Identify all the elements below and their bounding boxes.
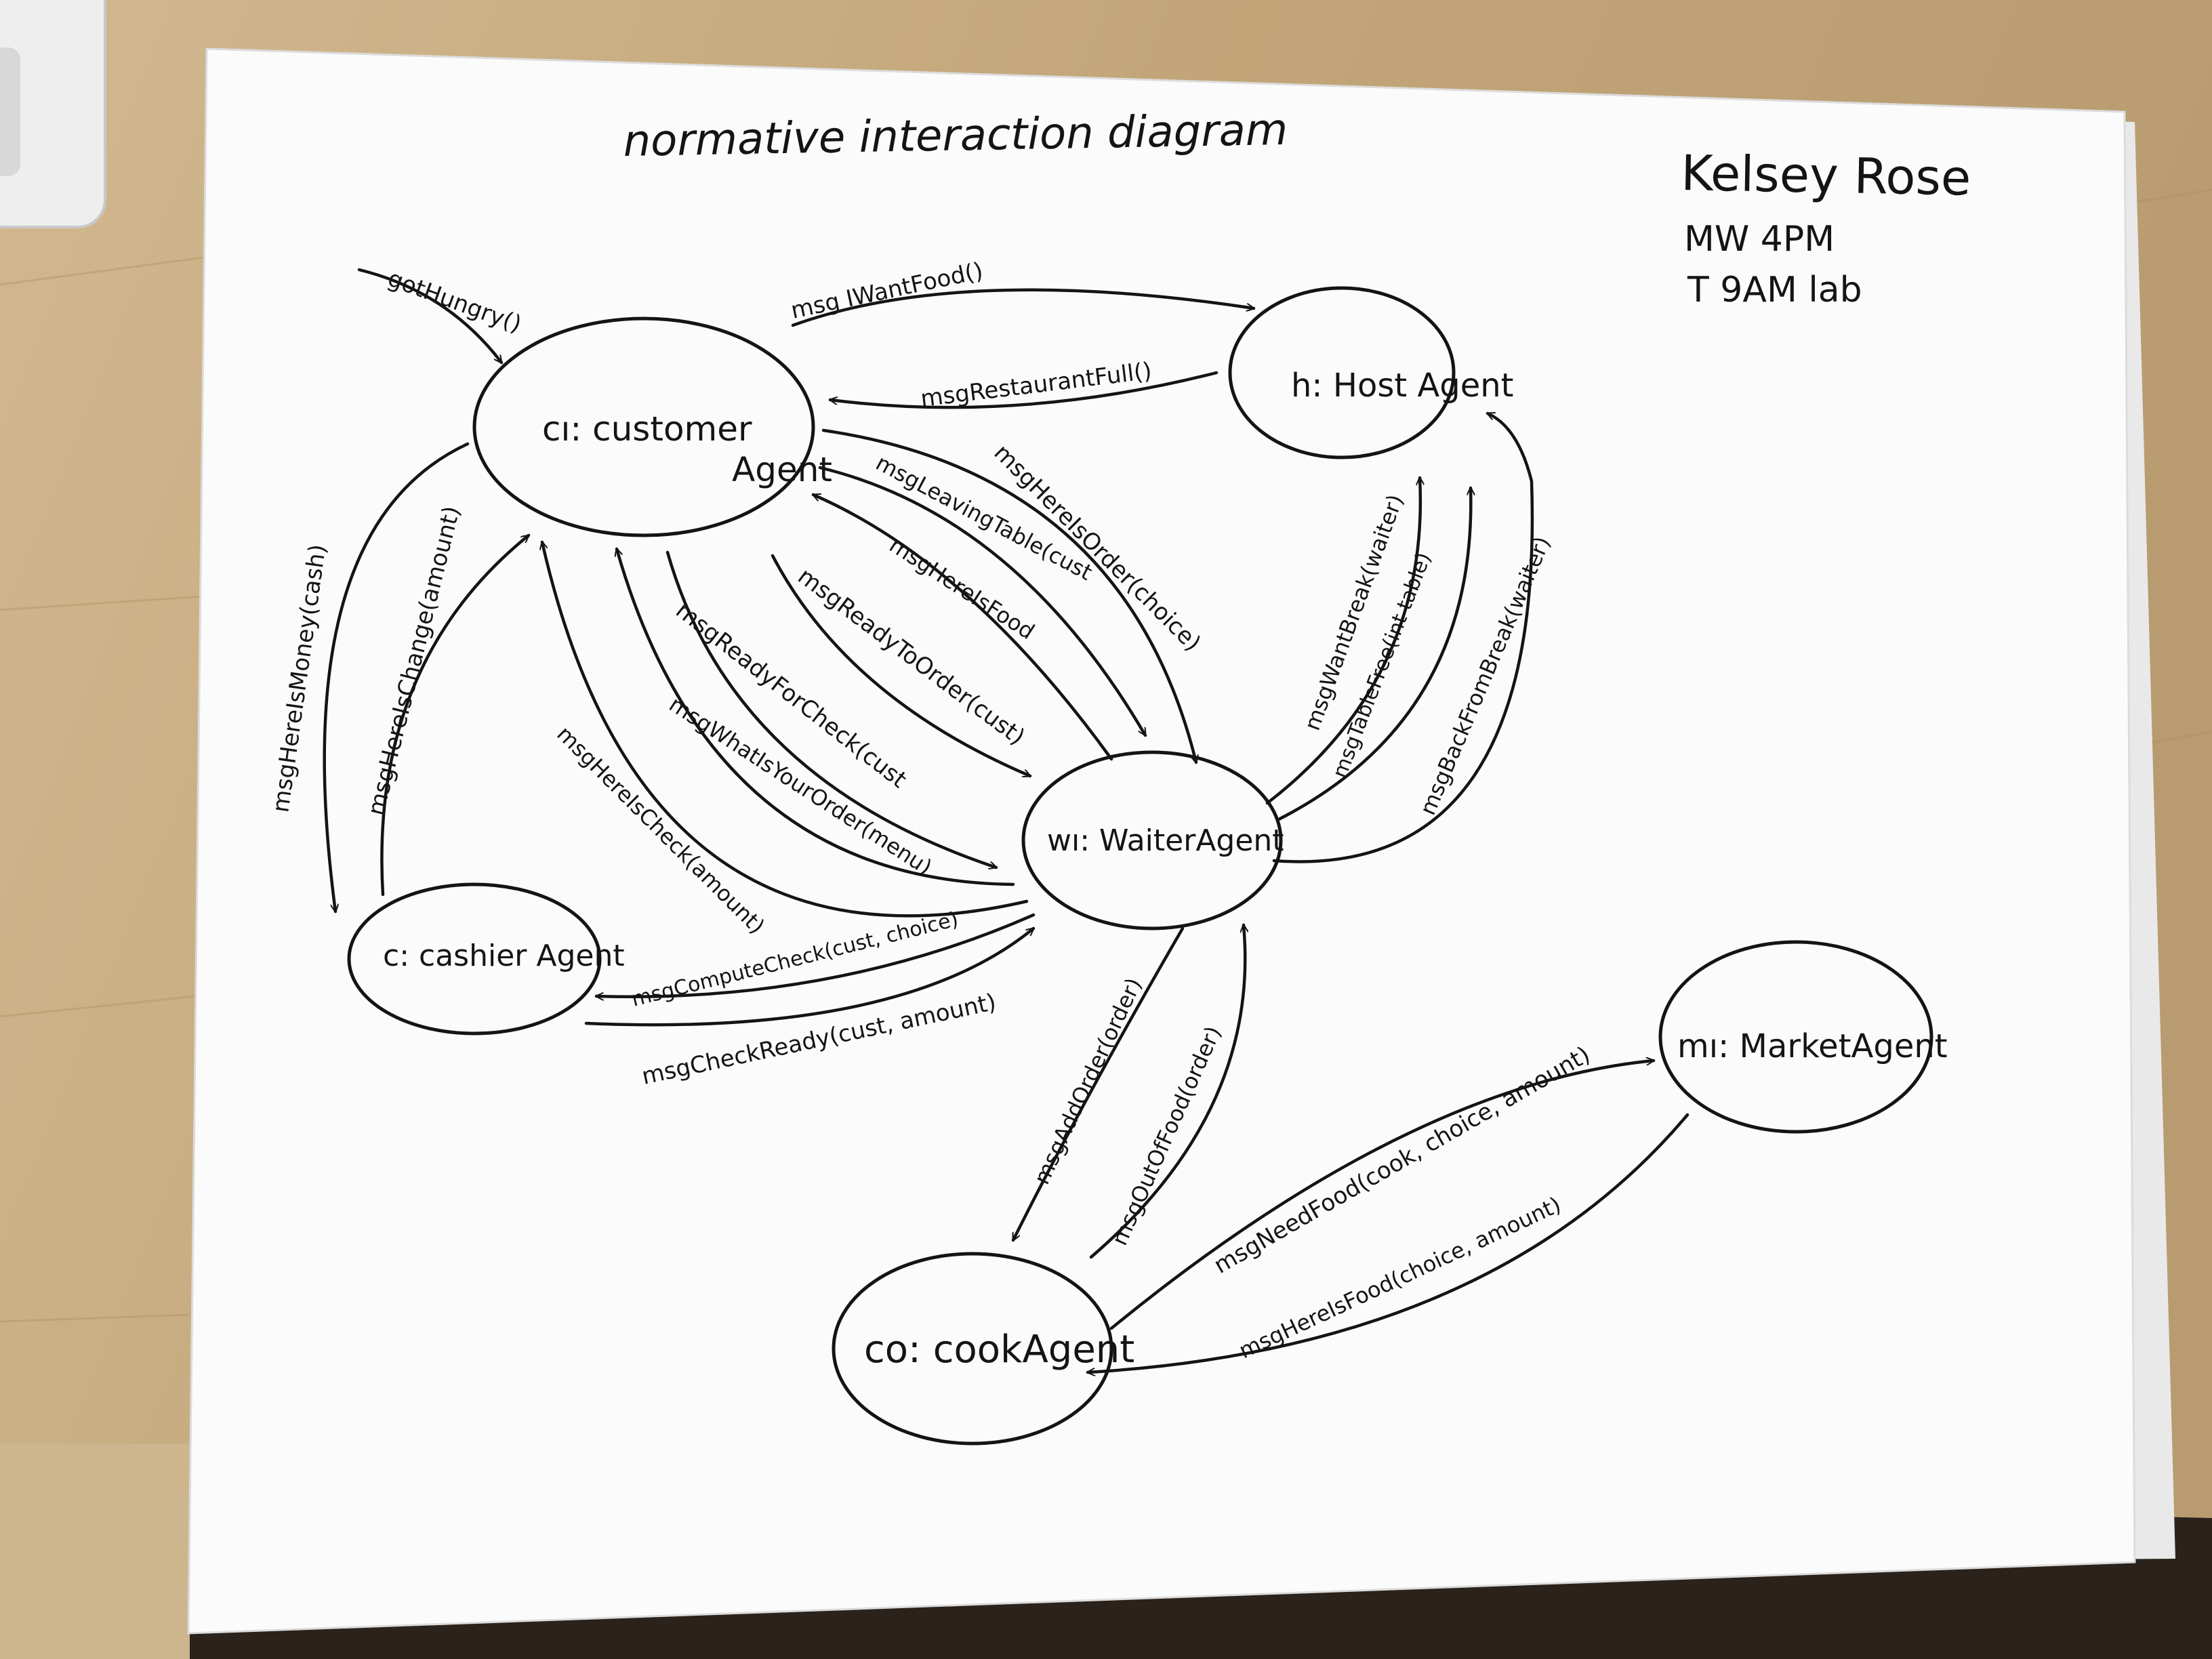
device-corner — [0, 0, 106, 228]
edge-here-is-check — [542, 542, 1029, 918]
edge-here-is-food-cook — [1086, 1113, 1689, 1372]
edge-back-from-break — [1272, 411, 1534, 863]
edge-check-ready — [584, 926, 1033, 1027]
edge-add-order — [1011, 926, 1185, 1240]
edge-ready-for-check — [665, 550, 996, 867]
edge-here-is-change — [380, 533, 529, 897]
waiter-label: wı: WaiterAgent — [1047, 823, 1284, 858]
edge-leaving-table — [818, 466, 1147, 735]
desk-front-left — [0, 1443, 190, 1659]
edge-here-is-order — [821, 428, 1196, 762]
edge-restaurant-full — [828, 371, 1218, 409]
node-market: mı: MarketAgent — [1658, 940, 1948, 1134]
edge-here-is-food-cust — [813, 493, 1113, 761]
author-section-1: MW 4PM — [1684, 219, 1835, 260]
node-cook: co: cookAgent — [832, 1252, 1134, 1446]
node-host: h: Host Agent — [1228, 286, 1513, 459]
edge-got-hungry — [357, 268, 504, 363]
edge-need-food — [1109, 1061, 1656, 1330]
edge-i-want-food — [791, 288, 1256, 327]
diagram-title: normative interaction diagram — [623, 105, 1288, 167]
host-label: h: Host Agent — [1291, 367, 1513, 405]
customer-label-line2: Agent — [732, 450, 832, 489]
market-label: mı: MarketAgent — [1677, 1027, 1948, 1065]
cook-label: co: cookAgent — [864, 1328, 1134, 1372]
customer-label-line1: cı: customer — [542, 409, 752, 449]
edge-what-is-your-order — [617, 549, 1015, 886]
edge-table-free — [1275, 486, 1471, 822]
node-cashier: c: cashier Agent — [347, 882, 625, 1036]
node-customer: cı: customer Agent — [472, 316, 832, 537]
device-button — [0, 47, 20, 176]
author-section-2: T 9AM lab — [1687, 270, 1862, 310]
cashier-label: c: cashier Agent — [383, 939, 625, 973]
edge-compute-check — [594, 913, 1036, 997]
edge-ready-to-order — [771, 554, 1030, 778]
edge-want-break — [1265, 476, 1420, 805]
paper-sheet — [187, 47, 2136, 1635]
edge-here-is-money — [323, 442, 470, 914]
wood-grain — [0, 188, 2212, 1323]
edge-out-of-food — [1089, 923, 1245, 1259]
edges — [323, 268, 1689, 1372]
node-waiter: wı: WaiterAgent — [1021, 750, 1284, 930]
author-name: Kelsey Rose — [1681, 144, 1971, 206]
